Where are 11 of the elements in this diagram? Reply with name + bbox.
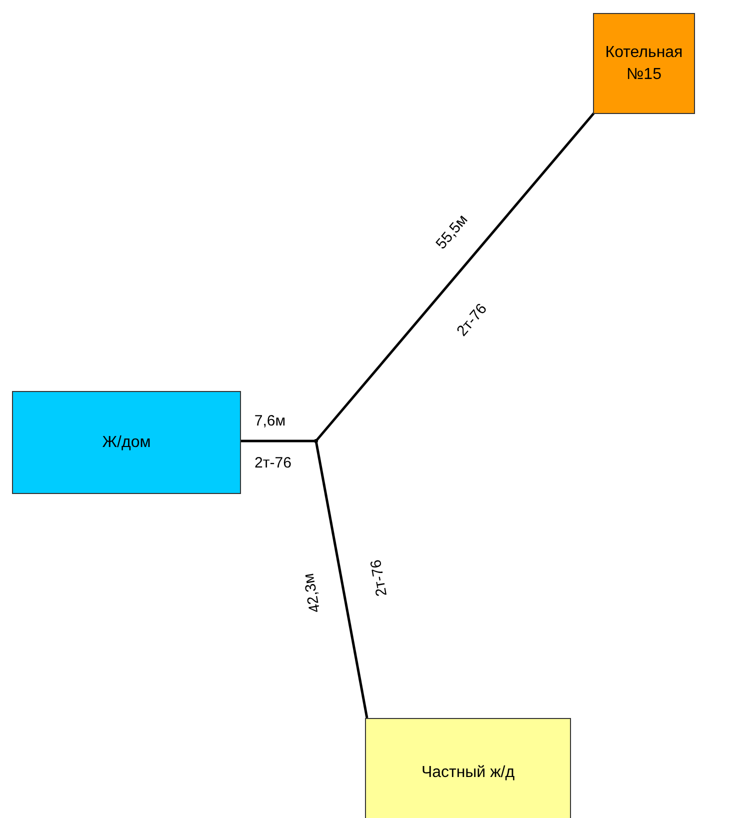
pipe-size-label: 2т-76: [254, 454, 292, 472]
private-house-box: Частный ж/д: [365, 718, 571, 818]
pipe-line: [314, 440, 368, 718]
house-box: Ж/дом: [12, 391, 241, 494]
length-label: 42,3м: [300, 572, 324, 614]
pipe-size-label: 2т-76: [367, 558, 391, 598]
length-label: 7,6м: [254, 412, 286, 430]
pipe-line: [241, 440, 316, 442]
pipe-line: [315, 112, 595, 442]
junction-point: [314, 439, 318, 443]
boiler-house-box: Котельная №15: [593, 13, 695, 114]
